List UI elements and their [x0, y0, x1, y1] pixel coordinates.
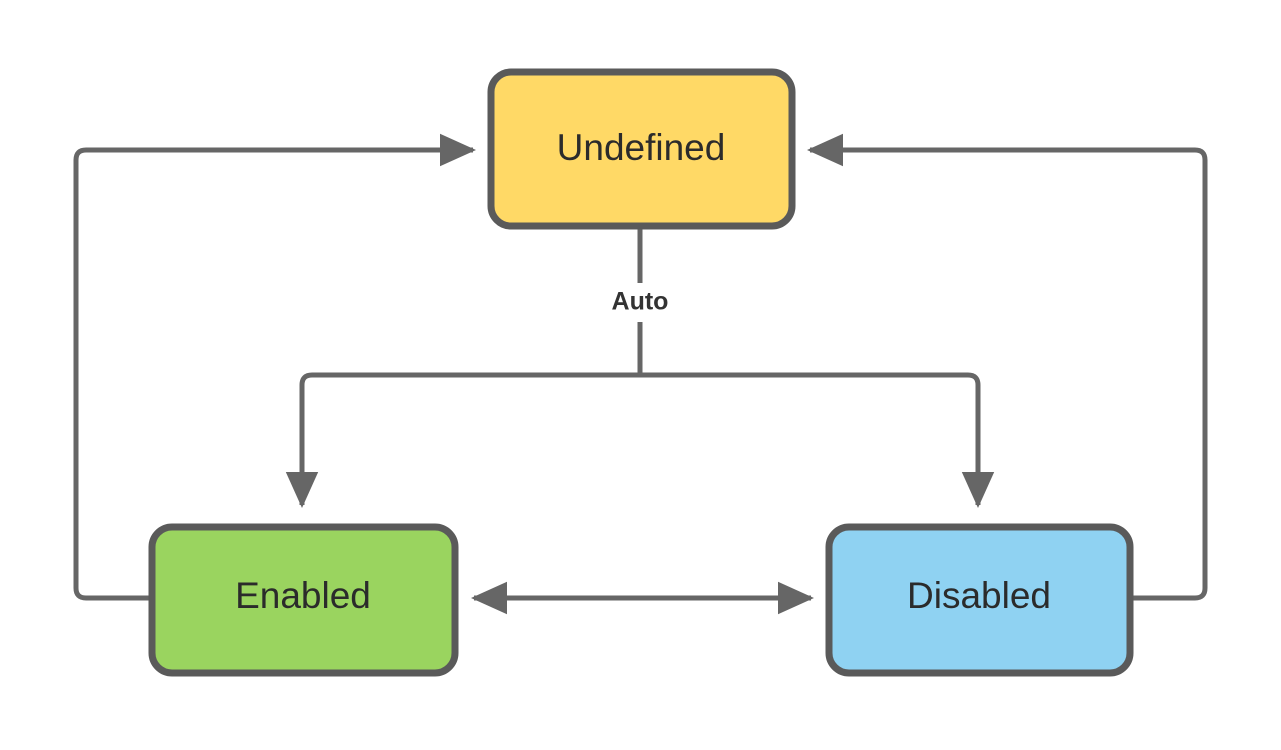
- edge-disabled-to-undefined[interactable]: [792, 133, 1208, 601]
- edge-fork-to-disabled-path: [640, 372, 995, 508]
- edge-label-auto-backdrop: [596, 283, 685, 322]
- edge-fork-to-enabled-path: [285, 372, 640, 508]
- state-node-undefined-shape[interactable]: [487, 68, 796, 230]
- edge-disabled-to-undefined-path: [807, 133, 1208, 601]
- edge-layer: [73, 133, 1208, 615]
- state-node-undefined[interactable]: Undefined: [487, 68, 796, 230]
- state-node-disabled-shape[interactable]: [825, 523, 1134, 677]
- edge-enabled-to-undefined[interactable]: [73, 133, 491, 601]
- edge-enabled-to-undefined-path: [73, 133, 476, 601]
- state-node-disabled[interactable]: Disabled: [825, 523, 1134, 677]
- state-node-enabled-shape[interactable]: [148, 523, 459, 677]
- edge-fork-to-enabled[interactable]: [285, 372, 640, 521]
- edge-label-layer: Auto: [596, 283, 685, 322]
- state-node-enabled[interactable]: Enabled: [148, 523, 459, 677]
- edge-fork-to-disabled[interactable]: [640, 372, 995, 521]
